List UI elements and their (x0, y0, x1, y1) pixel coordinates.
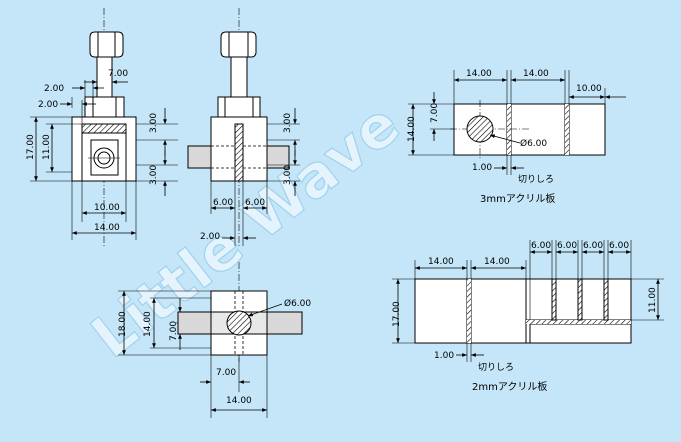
front-dim-r3a: 3.00 (149, 113, 159, 133)
top-hole-label: Ø6.00 (284, 298, 311, 309)
plate3-dim-h7: 7.00 (430, 103, 440, 123)
plate2-caption: 2mmアクリル板 (472, 380, 547, 393)
plate2-dim-h17: 17.00 (392, 301, 402, 327)
plate2-slot-2 (577, 278, 583, 321)
top-dim-w14: 14.00 (226, 396, 252, 406)
front-dim-left-b: 2.00 (38, 100, 58, 110)
plate2-dim-6b: 6.00 (557, 241, 577, 251)
plate3-hole-label: Ø6.00 (520, 138, 547, 149)
bolt-head (89, 31, 124, 58)
plate3-dim-14a: 14.00 (466, 69, 492, 79)
plate3-kerf: 1.00 (472, 163, 492, 173)
side-view: 3.00 3.00 6.00 6.00 2.00 (187, 8, 300, 246)
plate2-kerf: 1.00 (434, 351, 454, 361)
plate3-caption: 3mmアクリル板 (480, 192, 555, 205)
plate3-dim-14b: 14.00 (523, 69, 549, 79)
plate3-outline (453, 103, 606, 156)
front-dim-left-a: 2.00 (44, 84, 64, 94)
side-nut (217, 96, 261, 118)
plate-3mm: Ø6.00 14.00 14.00 10.00 14.00 7.00 1.00 … (407, 69, 626, 205)
front-dim-h17: 17.00 (26, 134, 36, 160)
plate2-dim-6a: 6.00 (531, 241, 551, 251)
plate3-dim-10: 10.00 (576, 84, 602, 94)
plate3-cut-note: 切りしろ (518, 174, 554, 185)
plate2-dim-6c: 6.00 (583, 241, 603, 251)
plate2-dim-14b: 14.00 (484, 257, 510, 267)
plate2-slot-1 (551, 278, 557, 321)
plate2-outline (414, 278, 632, 344)
front-dim-r3b: 3.00 (149, 165, 159, 185)
front-dim-bolt: 7.00 (108, 69, 128, 79)
top-dim-h18: 18.00 (118, 311, 128, 337)
top-hole-section (226, 310, 252, 336)
side-dim-w6b: 6.00 (245, 198, 265, 208)
plate2-cut-note: 切りしろ (478, 362, 514, 373)
side-bolt-shaft (230, 56, 248, 98)
plate2-dim-6d: 6.00 (609, 241, 629, 251)
side-dim-w6a: 6.00 (213, 198, 233, 208)
side-dim-r3a: 3.00 (283, 113, 293, 133)
top-dim-h7: 7.00 (169, 321, 179, 341)
plate-2mm: 14.00 14.00 6.00 6.00 6.00 6.00 17.00 11… (392, 240, 664, 393)
top-dim-h14: 14.00 (143, 311, 153, 337)
side-hatch (234, 123, 244, 182)
front-dim-w14: 14.00 (94, 223, 120, 233)
plate3-hole (466, 115, 494, 143)
front-view: 7.00 2.00 2.00 17.00 11.00 3.00 3.00 (26, 8, 178, 246)
plate2-dim-h11: 11.00 (648, 287, 658, 313)
side-dim-r3b: 3.00 (283, 165, 293, 185)
plate3-dim-h14: 14.00 (407, 116, 417, 142)
front-dim-h11: 11.00 (42, 134, 52, 160)
nut (84, 96, 125, 118)
plate2-dim-14a: 14.00 (428, 257, 454, 267)
front-dim-w10: 10.00 (94, 203, 120, 213)
hatch-section (81, 123, 127, 134)
side-bolt-head (220, 31, 257, 58)
top-dim-w7: 7.00 (216, 368, 236, 378)
top-view: Ø6.00 18.00 14.00 7.00 7.00 14.00 (118, 262, 311, 418)
side-dim-w2: 2.00 (200, 232, 220, 242)
plate2-slot-3 (603, 278, 609, 321)
